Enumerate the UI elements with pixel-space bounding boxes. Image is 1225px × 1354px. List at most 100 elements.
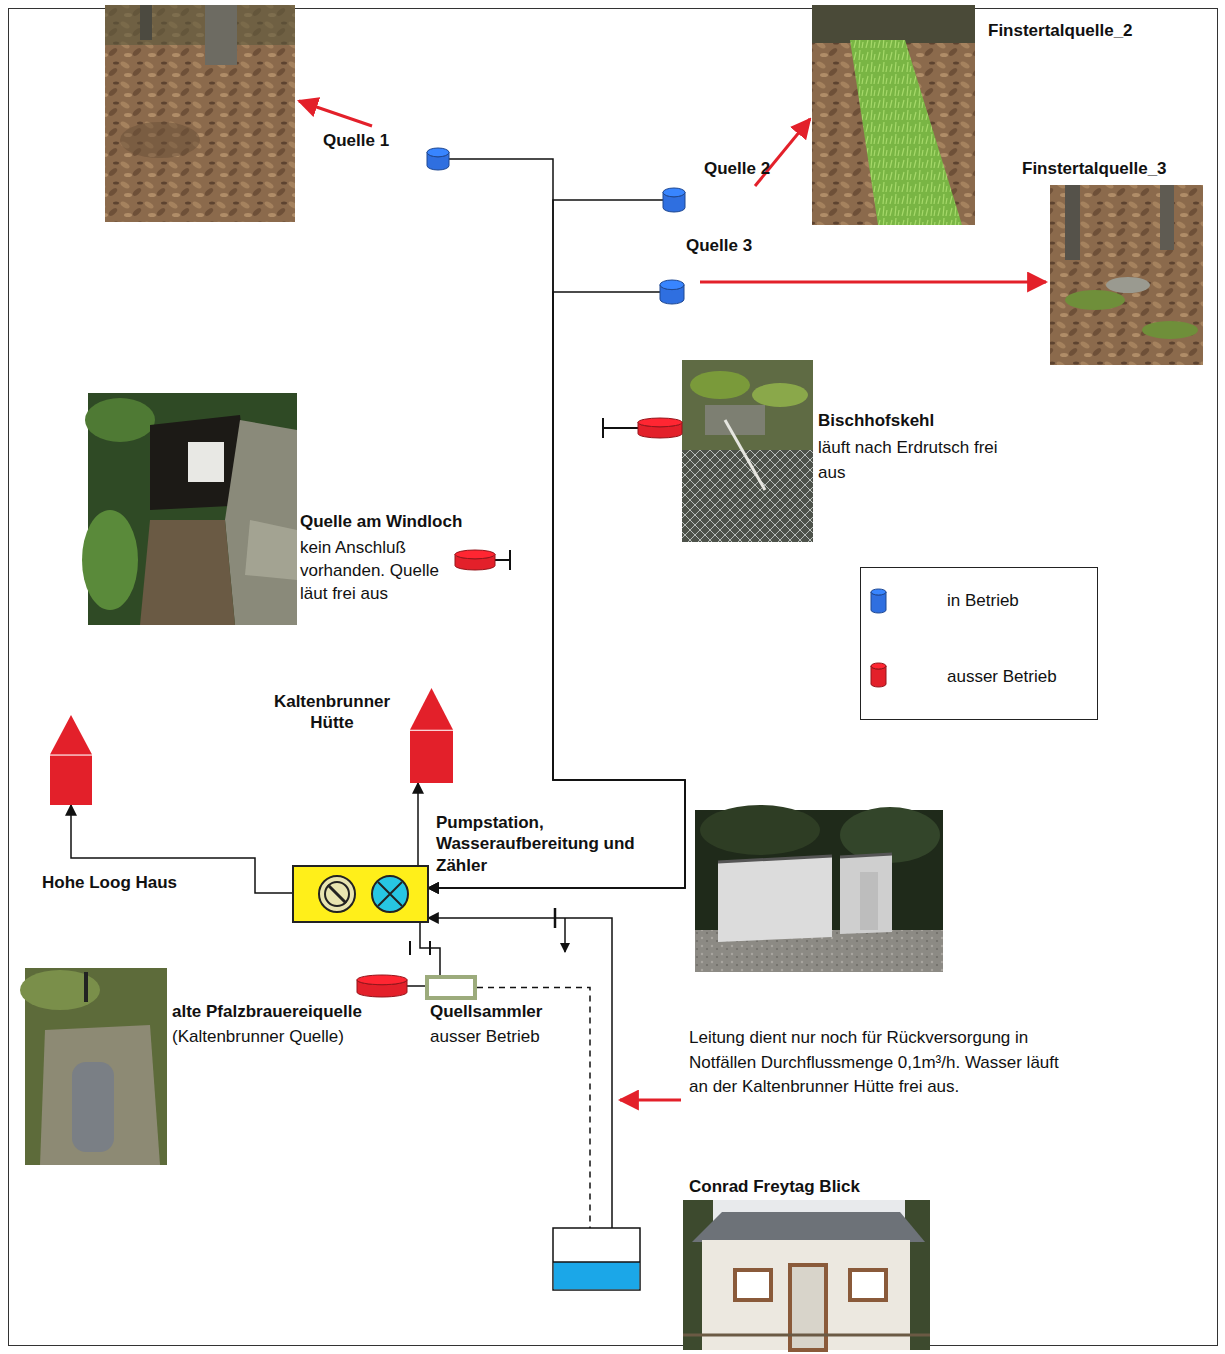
pump-station-box: Pumpstation, Wasseraufbereitung und Zähl… [293, 866, 428, 922]
node-outline [455, 550, 495, 570]
pipe-connector [417, 783, 419, 866]
tank-outline [553, 1228, 640, 1290]
spring-photo [105, 5, 295, 45]
spring-photo [682, 360, 813, 542]
node-label: Conrad Freytag Blick [689, 1176, 919, 1197]
spring-cylinder: Quelle am Windlochkein Anschluß vorhande… [455, 550, 495, 570]
spring-photo [812, 5, 975, 225]
spring-photo [225, 420, 297, 625]
node-outline [293, 866, 428, 922]
spring-photo [812, 5, 975, 225]
pipe-connector [428, 292, 685, 888]
spring-photo [40, 1025, 160, 1165]
node-label: Quellsammler [430, 1001, 580, 1022]
legend-label: in Betrieb [947, 590, 1019, 611]
spring-photo [82, 510, 138, 610]
spring-photo [752, 383, 808, 407]
spring-photo [120, 122, 200, 158]
node-label: alte Pfalzbrauereiquelle [172, 1001, 412, 1022]
node-outline [663, 188, 685, 212]
spring-photo [1106, 277, 1150, 293]
pointer-arrow [700, 281, 1046, 284]
spring-cylinder: Quelle 3 [660, 280, 684, 304]
closed-stub [495, 550, 510, 570]
spring-photo [20, 968, 167, 1165]
photo-caption: Finstertalquelle_2 [988, 20, 1198, 41]
node-label: Hohe Loog Haus [42, 872, 222, 893]
node-label: Bischhofskehl [818, 410, 1018, 431]
legend-swatch [871, 589, 886, 613]
spring-photo [1142, 321, 1198, 339]
node-outline [660, 280, 684, 304]
building-photo [692, 1212, 925, 1242]
node-outline [425, 975, 477, 1000]
node-outline [427, 148, 449, 170]
treatment-symbol [319, 876, 355, 912]
node-outline [638, 418, 682, 438]
spring-photo [188, 442, 224, 482]
node-outline [410, 688, 453, 783]
pipe-connector [407, 985, 425, 987]
cylinder-top [663, 188, 685, 197]
building-photo [735, 1270, 771, 1300]
building-photo [683, 1334, 930, 1337]
building-photo [840, 854, 892, 934]
node-label: Quelle am Windloch [300, 511, 500, 532]
pointer-arrow [299, 101, 372, 126]
spring-cylinder: Bischhofskehlläuft nach Erdrutsch frei a… [638, 418, 682, 438]
outflow-arrow [564, 918, 566, 952]
legend-box: in Betriebausser Betrieb [860, 567, 1098, 720]
tank-water [554, 1262, 640, 1289]
treatment-symbol [325, 882, 349, 906]
house-wall [410, 731, 453, 783]
collector-box: Quellsammlerausser Betrieb [425, 975, 477, 1000]
spring-photo [1050, 185, 1203, 365]
pump-box [293, 866, 428, 922]
cylinder-top [660, 280, 684, 290]
treatment-symbol [328, 885, 346, 903]
legend-swatch [871, 663, 886, 687]
water-level [553, 1261, 640, 1263]
node-note: läuft nach Erdrutsch frei aus [818, 436, 1008, 485]
pipe-connector [428, 159, 685, 888]
spring-cylinder: alte Pfalzbrauereiquelle(Kaltenbrunner Q… [357, 975, 407, 997]
building-photo [695, 805, 943, 972]
building-photo [683, 1200, 930, 1350]
pipe-connector [428, 200, 685, 888]
spring-photo [850, 40, 962, 225]
spring-photo [140, 5, 152, 40]
pointer-arrow [620, 1099, 681, 1102]
node-outline [50, 715, 92, 805]
pipe-connector [428, 918, 612, 1228]
node-outline [357, 975, 407, 997]
spring-photo [812, 5, 975, 43]
node-note: ausser Betrieb [430, 1026, 580, 1047]
spring-photo [105, 5, 295, 222]
spring-photo [84, 972, 88, 1002]
building-photo [683, 1200, 930, 1350]
spring-photo [1160, 185, 1174, 250]
building-photo [840, 807, 940, 863]
collector-outline [427, 977, 475, 998]
node-label: Quelle 2 [704, 158, 794, 179]
node-label: Quelle 3 [686, 235, 776, 256]
building-photo [850, 1270, 886, 1300]
node-note: (Kaltenbrunner Quelle) [172, 1026, 412, 1047]
meter-symbol [378, 882, 402, 906]
building-photo [700, 805, 820, 855]
cylinder-top [638, 418, 682, 427]
node-label: Pumpstation, Wasseraufbereitung und Zähl… [436, 812, 641, 876]
node-note: kein Anschluß vorhanden. Quelle läut fre… [300, 537, 450, 606]
cylinder-top [357, 975, 407, 985]
spring-photo [72, 1062, 114, 1152]
tank-symbol: Conrad Freytag Blick [553, 1228, 640, 1290]
house-wall [50, 756, 92, 805]
spring-photo [205, 5, 237, 65]
cylinder-top [871, 663, 886, 669]
building-photo [860, 872, 878, 930]
building-photo [718, 856, 832, 862]
meter-symbol [372, 876, 408, 912]
node-outline [553, 1228, 640, 1290]
cylinder-top [455, 550, 495, 559]
